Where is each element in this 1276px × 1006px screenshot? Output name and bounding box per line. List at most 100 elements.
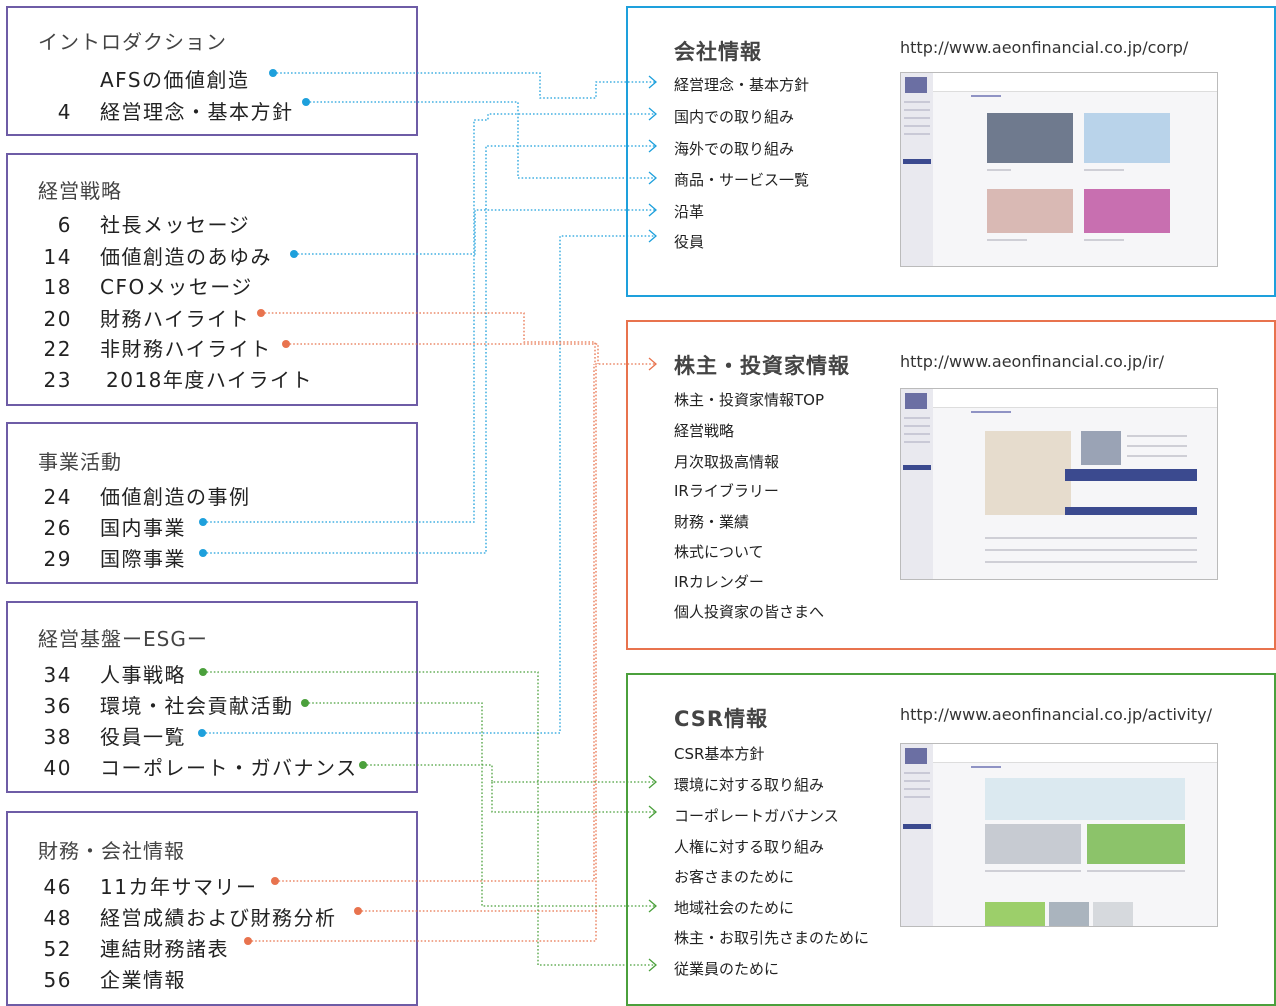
- site-link[interactable]: 海外での取り組み: [674, 140, 795, 158]
- site-link[interactable]: 役員: [674, 233, 705, 251]
- site-link[interactable]: 経営戦略: [674, 422, 735, 440]
- website-screenshot: [900, 388, 1218, 580]
- connector-dot: [271, 877, 279, 885]
- site-link[interactable]: 財務・業績: [674, 513, 750, 531]
- connector-line: [203, 671, 656, 966]
- connector-dot: [244, 937, 252, 945]
- section-title: 経営基盤ーESGー: [38, 627, 208, 651]
- connector-line: [294, 209, 656, 255]
- connector-dot: [354, 907, 362, 915]
- site-csr: CSR情報 http://www.aeonfinancial.co.jp/act…: [626, 673, 1276, 1006]
- connector-line: [286, 343, 599, 364]
- site-link[interactable]: 株式について: [674, 543, 764, 561]
- arrow-icon: [648, 958, 657, 972]
- site-link[interactable]: 株主・お取引先さまのために: [674, 929, 870, 947]
- site-link[interactable]: 経営理念・基本方針: [674, 76, 810, 94]
- site-link[interactable]: 沿革: [674, 203, 705, 221]
- site-corp: 会社情報 http://www.aeonfinancial.co.jp/corp…: [626, 6, 1276, 297]
- connector-dot: [199, 518, 207, 526]
- connector-dot: [257, 309, 265, 317]
- section-title: 経営戦略: [38, 179, 122, 203]
- site-title: 株主・投資家情報: [674, 354, 850, 378]
- section-title: 財務・会社情報: [38, 839, 185, 863]
- connector-line: [248, 364, 597, 942]
- arrow-icon: [648, 775, 657, 789]
- connector-line: [363, 764, 656, 783]
- website-screenshot: [900, 743, 1218, 927]
- site-link[interactable]: 個人投資家の皆さまへ: [674, 603, 825, 621]
- arrow-icon: [648, 805, 657, 819]
- site-link[interactable]: お客さまのために: [674, 868, 795, 886]
- site-link[interactable]: 環境に対する取り組み: [674, 776, 825, 794]
- connector-dot: [199, 549, 207, 557]
- arrow-icon: [648, 139, 657, 153]
- site-title: CSR情報: [674, 707, 769, 731]
- arrow-icon: [648, 75, 657, 89]
- arrow-icon: [648, 171, 657, 185]
- arrow-icon: [648, 203, 657, 217]
- arrow-icon: [648, 357, 657, 371]
- connector-line: [273, 72, 656, 99]
- connector-dot: [198, 729, 206, 737]
- connector-dot: [269, 69, 277, 77]
- toc-item[interactable]: AFSの価値創造: [100, 68, 250, 92]
- site-ir: 株主・投資家情報 http://www.aeonfinancial.co.jp/…: [626, 320, 1276, 650]
- arrow-icon: [648, 107, 657, 121]
- site-link[interactable]: 人権に対する取り組み: [674, 838, 825, 856]
- connector-line: [203, 145, 656, 554]
- site-link[interactable]: 株主・投資家情報TOP: [674, 391, 825, 409]
- website-screenshot: [900, 72, 1218, 267]
- section-title: 事業活動: [38, 450, 122, 474]
- connector-line: [203, 113, 656, 523]
- site-link[interactable]: IRカレンダー: [674, 573, 764, 591]
- site-link[interactable]: コーポレートガバナンス: [674, 807, 839, 825]
- site-link[interactable]: 従業員のために: [674, 960, 780, 978]
- arrow-icon: [648, 899, 657, 913]
- connector-line: [305, 702, 656, 907]
- connector-line: [306, 101, 656, 179]
- connector-dot: [359, 761, 367, 769]
- section-title: イントロダクション: [38, 30, 227, 54]
- site-title: 会社情報: [674, 40, 762, 64]
- site-link[interactable]: CSR基本方針: [674, 745, 765, 763]
- site-link[interactable]: IRライブラリー: [674, 482, 779, 500]
- site-link[interactable]: 国内での取り組み: [674, 108, 795, 126]
- site-link[interactable]: 商品・サービス一覧: [674, 171, 810, 189]
- arrow-icon: [648, 229, 657, 243]
- connector-line: [202, 235, 656, 734]
- connector-line: [491, 782, 656, 813]
- connector-line: [261, 312, 656, 365]
- site-url[interactable]: http://www.aeonfinancial.co.jp/corp/: [900, 38, 1189, 57]
- connector-dot: [302, 98, 310, 106]
- site-url[interactable]: http://www.aeonfinancial.co.jp/activity/: [900, 705, 1212, 724]
- site-link[interactable]: 地域社会のために: [674, 899, 795, 917]
- connector-dot: [290, 250, 298, 258]
- site-link[interactable]: 月次取扱高情報: [674, 453, 780, 471]
- connector-dot: [199, 668, 207, 676]
- site-url[interactable]: http://www.aeonfinancial.co.jp/ir/: [900, 352, 1165, 371]
- connector-dot: [282, 340, 290, 348]
